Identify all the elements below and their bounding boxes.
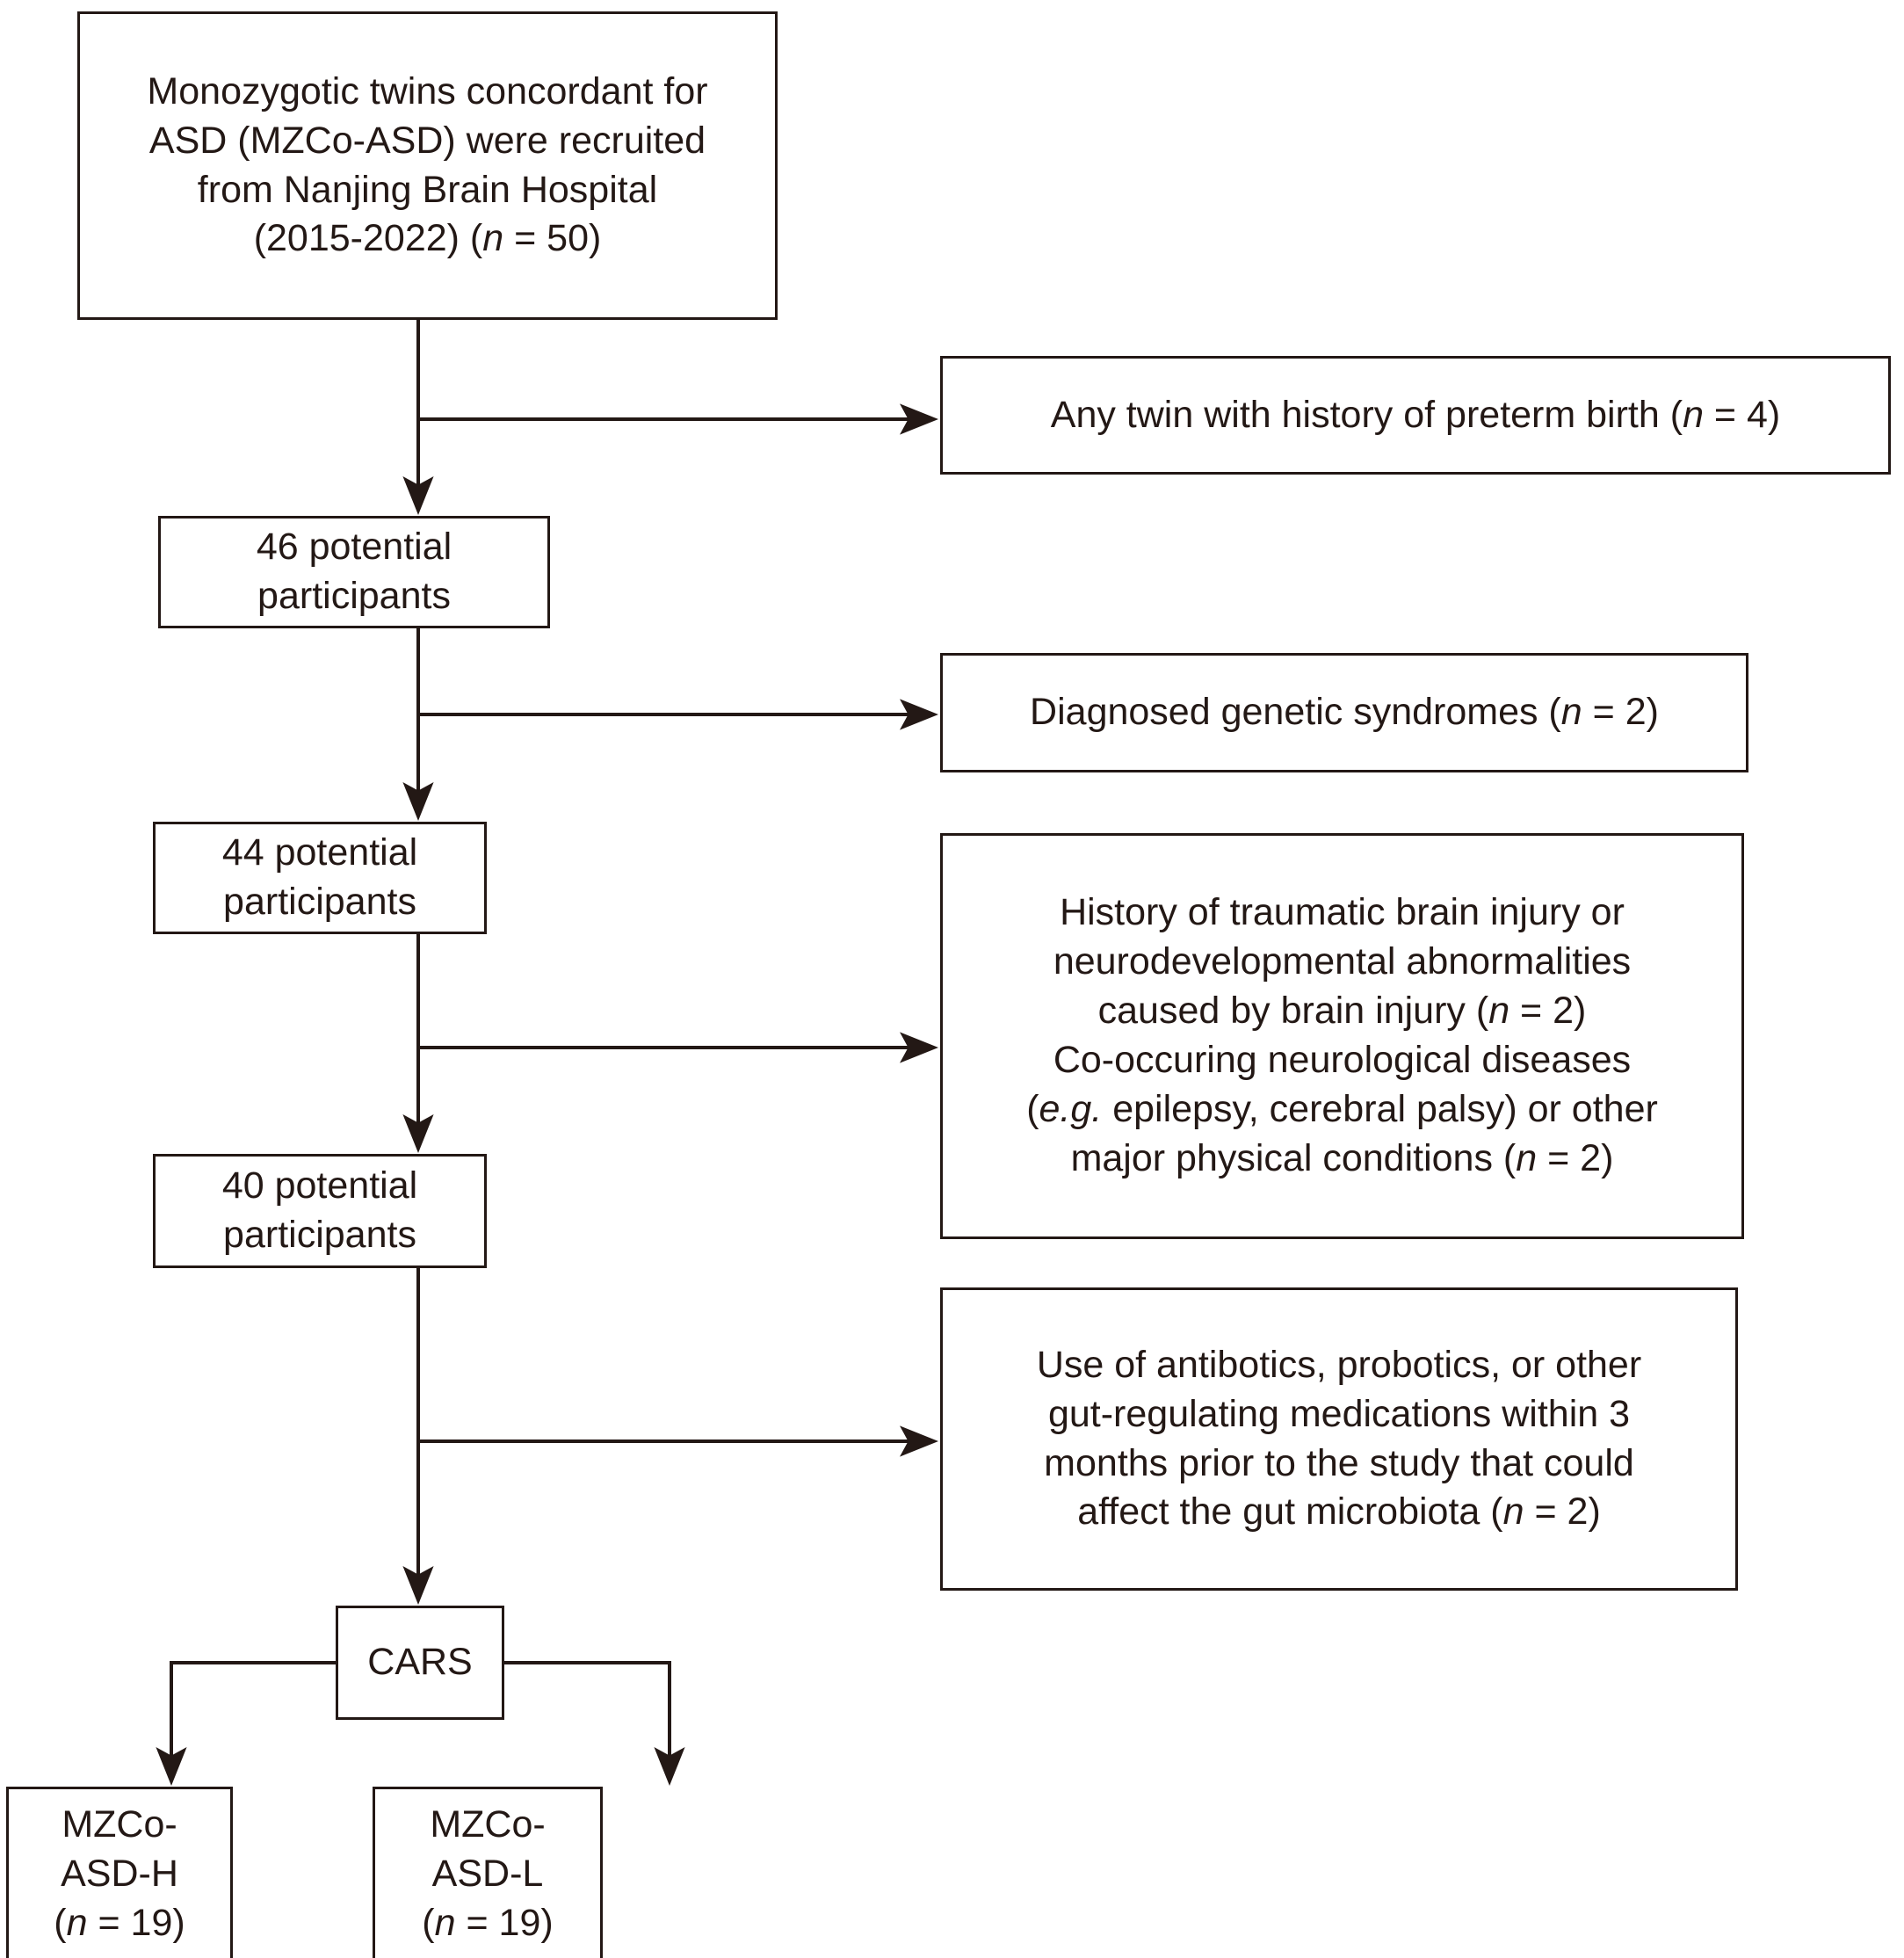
node-exclusion-preterm: Any twin with history of preterm birth (…	[940, 356, 1891, 475]
node-potential-44: 44 potential participants	[153, 822, 487, 934]
connector-cars-to-high	[156, 1661, 336, 1786]
node-exclusion-genetic-syndromes: Diagnosed genetic syndromes (n = 2)	[940, 653, 1748, 772]
node-group-mzco-asd-h: MZCo-ASD-H (n = 19)	[6, 1787, 233, 1958]
node-exclusion-brain-injury-label: History of traumatic brain injury or neu…	[1026, 891, 1658, 1179]
node-potential-46: 46 potential participants	[158, 516, 550, 628]
node-source-cohort-label: Monozygotic twins concordant for ASD (MZ…	[147, 69, 708, 260]
connector-cars-to-low	[504, 1661, 685, 1786]
node-potential-46-label: 46 potential participants	[256, 526, 452, 617]
node-exclusion-brain-injury: History of traumatic brain injury or neu…	[940, 833, 1744, 1239]
node-potential-40-label: 40 potential participants	[221, 1164, 418, 1256]
node-group-mzco-asd-l-label: MZCo-ASD-L (n = 19)	[422, 1803, 554, 1944]
node-exclusion-genetic-syndromes-label: Diagnosed genetic syndromes (n = 2)	[1030, 691, 1659, 734]
node-group-mzco-asd-h-label: MZCo-ASD-H (n = 19)	[54, 1803, 185, 1944]
node-cars-assessment: CARS	[336, 1606, 504, 1720]
node-source-cohort: Monozygotic twins concordant for ASD (MZ…	[77, 11, 778, 320]
node-potential-44-label: 44 potential participants	[221, 831, 418, 923]
node-cars-label: CARS	[367, 1641, 473, 1684]
node-exclusion-medications: Use of antibotics, probotics, or other g…	[940, 1287, 1738, 1591]
node-potential-40: 40 potential participants	[153, 1154, 487, 1268]
node-exclusion-preterm-label: Any twin with history of preterm birth (…	[1050, 393, 1781, 436]
node-exclusion-medications-label: Use of antibotics, probotics, or other g…	[1036, 1343, 1642, 1534]
node-group-mzco-asd-l: MZCo-ASD-L (n = 19)	[373, 1787, 603, 1958]
